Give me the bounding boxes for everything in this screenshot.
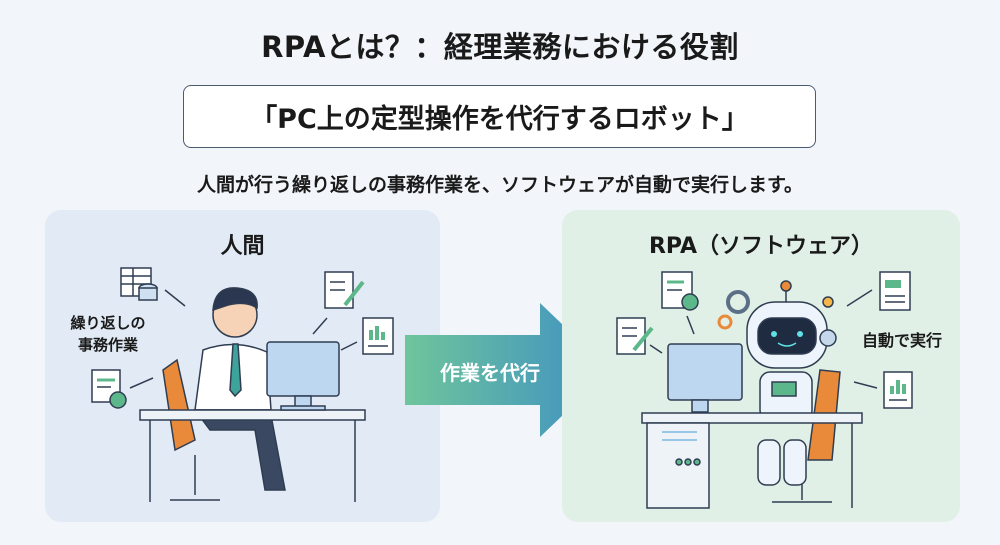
definition-text: 「PC上の定型操作を代行するロボット」 bbox=[250, 104, 749, 135]
chart-document-icon bbox=[883, 371, 913, 409]
arrow-label: 作業を代行 bbox=[440, 361, 540, 385]
auto-execute-label: 自動で実行 bbox=[861, 331, 942, 350]
page-title: RPAとは？：経理業務における役割 bbox=[261, 30, 739, 64]
definition-box: 「PC上の定型操作を代行するロボット」 bbox=[183, 85, 816, 148]
chart-document-icon bbox=[362, 317, 394, 355]
checked-document-icon bbox=[91, 369, 127, 409]
label-line: 事務作業 bbox=[77, 336, 138, 354]
gear-icon bbox=[726, 290, 750, 314]
robot-at-desk-illustration bbox=[616, 271, 913, 509]
lightbulb-icon bbox=[822, 296, 834, 308]
rpa-heading: RPA（ソフトウェア） bbox=[648, 234, 874, 259]
repetitive-work-label: 繰り返しの 事務作業 bbox=[53, 312, 163, 356]
human-heading: 人間 bbox=[220, 234, 265, 259]
label-line: 繰り返しの bbox=[70, 314, 146, 332]
spreadsheet-icon bbox=[120, 267, 158, 301]
chart-document-icon bbox=[879, 271, 911, 311]
checked-document-icon bbox=[661, 271, 699, 311]
delegate-arrow-icon bbox=[405, 303, 610, 437]
gear-icon bbox=[717, 314, 733, 330]
document-pen-icon bbox=[616, 317, 654, 355]
subtitle: 人間が行う繰り返しの事務作業を、ソフトウェアが自動で実行します。 bbox=[196, 174, 804, 196]
human-at-desk-illustration bbox=[91, 267, 394, 502]
rpa-panel: RPA（ソフトウェア） 自動で実行 bbox=[562, 210, 960, 522]
document-pen-icon bbox=[324, 271, 365, 309]
human-panel: 人間 繰り返しの 事務作業 bbox=[45, 210, 440, 522]
